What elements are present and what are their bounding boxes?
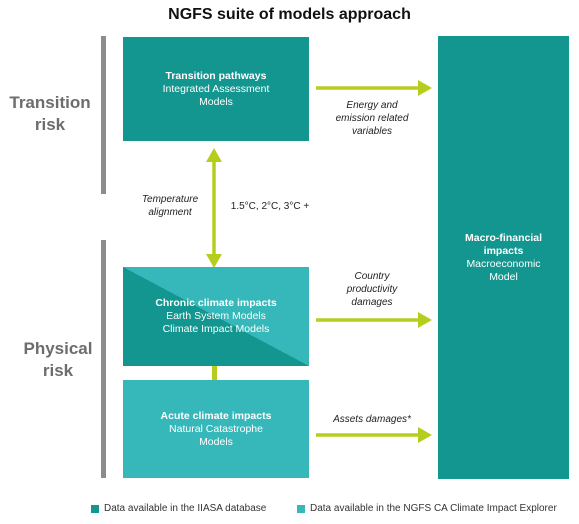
energy-emission-note: Energy and emission related variables: [316, 99, 428, 138]
transition-pathways-title: Transition pathways: [165, 69, 267, 82]
transition-risk-label: Transition risk: [0, 92, 100, 136]
energy-emission-note-line3: variables: [351, 126, 393, 137]
acute-climate-impacts-line1: Natural Catastrophe: [169, 422, 263, 435]
transition-risk-bar: [101, 36, 106, 194]
country-arrow-head: [418, 312, 432, 328]
temperature-alignment-note-line1: Temperature: [141, 194, 199, 205]
chronic-climate-impacts-line1: Earth System Models: [166, 310, 266, 322]
energy-emission-note-line1: Energy and: [346, 100, 398, 111]
acute-climate-impacts-title: Acute climate impacts: [160, 409, 272, 422]
assets-damages-note: Assets damages*: [333, 414, 411, 425]
physical-risk-label-line1: Physical: [23, 339, 93, 358]
physical-risk-label-line2: risk: [42, 361, 74, 380]
energy-arrow-head: [418, 80, 432, 96]
temperature-arrow-head-up: [206, 148, 222, 162]
legend-climate-impact-explorer-swatch: [297, 505, 305, 513]
macro-financial-impacts-box: Macro-financial impacts Macroeconomic Mo…: [438, 36, 569, 479]
chronic-climate-impacts-title: Chronic climate impacts: [155, 297, 277, 309]
chronic-climate-impacts-line2: Climate Impact Models: [162, 323, 270, 335]
legend-iiasa-label: Data available in the IIASA database: [104, 503, 267, 514]
physical-risk-bar: [101, 240, 106, 478]
acute-climate-impacts-box: Acute climate impacts Natural Catastroph…: [123, 380, 309, 478]
temperature-alignment-note: Temperature alignment: [130, 193, 210, 219]
country-productivity-note-line3: damages: [351, 297, 393, 308]
country-productivity-note-line1: Country: [354, 271, 390, 282]
transition-pathways-line1: Integrated Assessment: [162, 82, 270, 95]
legend-iiasa-swatch: [91, 505, 99, 513]
chronic-acute-connector: [212, 366, 217, 380]
acute-climate-impacts-line2: Models: [199, 435, 233, 448]
country-productivity-note-line2: productivity: [346, 284, 398, 295]
transition-risk-label-line2: risk: [34, 115, 66, 134]
diagram-title: NGFS suite of models approach: [168, 6, 411, 23]
temperature-alignment-note-line2: alignment: [148, 207, 192, 218]
country-productivity-note: Country productivity damages: [316, 270, 428, 309]
transition-pathways-line2: Models: [199, 95, 233, 108]
macro-financial-impacts-line2: Model: [489, 270, 518, 283]
transition-pathways-box: Transition pathways Integrated Assessmen…: [123, 37, 309, 141]
temperature-arrow-head-down: [206, 254, 222, 268]
assets-arrow-head: [418, 427, 432, 443]
macro-financial-impacts-title2: impacts: [483, 244, 524, 257]
chronic-climate-impacts-box: Chronic climate impacts Earth System Mod…: [123, 267, 309, 366]
energy-emission-note-line2: emission related: [335, 113, 409, 124]
macro-financial-impacts-title: Macro-financial: [464, 231, 543, 244]
macro-financial-impacts-line1: Macroeconomic: [466, 257, 541, 270]
legend-climate-impact-explorer-label: Data available in the NGFS CA Climate Im…: [310, 503, 557, 514]
degrees-note: 1.5°C, 2°C, 3°C +: [230, 201, 310, 212]
transition-risk-label-line1: Transition: [9, 93, 91, 112]
physical-risk-label: Physical risk: [0, 338, 116, 382]
